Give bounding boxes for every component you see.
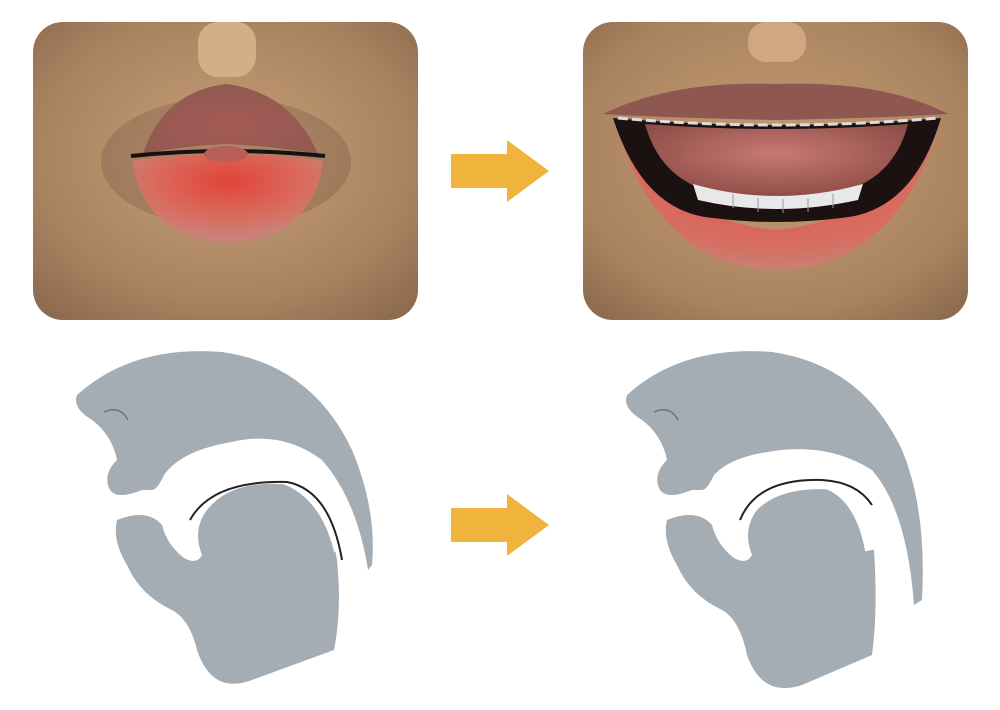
lips-open-image (583, 22, 968, 320)
lips-closed-image (33, 22, 418, 320)
vocal-tract-diagram-before (72, 350, 382, 700)
vocal-tract-diagram-after (622, 350, 932, 700)
right-arrow-icon (449, 494, 551, 556)
right-arrow-icon (449, 140, 551, 202)
